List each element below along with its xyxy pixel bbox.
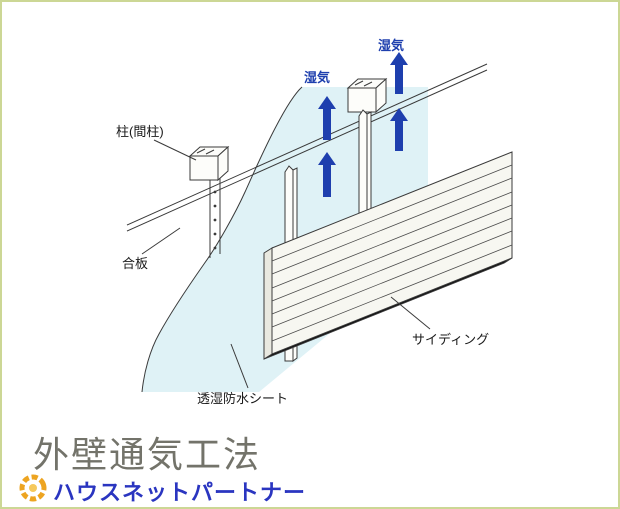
nail-dot [213,218,217,222]
brand-logo-ring [19,474,47,502]
siding-plank-line [271,177,513,275]
wall-top-edge-line-upper [126,63,488,226]
siding-plank-line [271,191,513,289]
plywood-leader-line [141,227,181,255]
method-title: 外壁通気工法 [33,435,261,476]
moisture-arrow-1 [318,96,336,140]
breathable-sheet-label: 透湿防水シート [197,391,288,406]
pillar-box-right [346,77,388,114]
siding-plank-line [271,204,513,302]
nail-dot [213,246,217,250]
siding-plank-line [271,164,513,262]
hatch-mark [205,149,215,155]
moisture-arrow-4 [390,108,408,151]
pillar-box-right-front-face [347,87,377,113]
sheet-torn-edge [141,86,303,393]
siding-plank-line [271,244,513,342]
hatch-mark [354,80,364,86]
siding-panel [263,151,513,360]
hatch-mark [363,81,373,87]
moisture-label-right: 湿気 [378,38,404,53]
moisture-label-left: 湿気 [304,70,330,85]
pillar-box-left-front-face [189,155,219,181]
siding-end-face [263,247,273,360]
hatch-mark [196,148,206,154]
nail-dot [213,232,217,236]
brand-name: ハウスネットパートナー [53,481,306,506]
plywood-nail-strip [209,164,221,258]
siding-plank-line [271,230,513,328]
pillar-leader-line [153,139,197,161]
siding-plank-lines [271,164,513,342]
sheet-leader-line [230,343,249,389]
wall-top-edge-line-lower [126,69,488,232]
siding-label: サイディング [412,332,489,347]
plywood-label: 合板 [122,256,148,271]
pillar-box-left [188,145,230,182]
brand-logo-icon [19,474,47,502]
pillar-label: 柱(間柱) [116,124,164,139]
moisture-arrow-3 [390,52,408,94]
nail-dot [213,190,217,194]
siding-plank-line [271,217,513,315]
brand-logo-core [29,484,37,492]
nail-dot [213,204,217,208]
siding-leader-line [390,296,431,330]
moisture-arrow-2 [318,152,336,197]
